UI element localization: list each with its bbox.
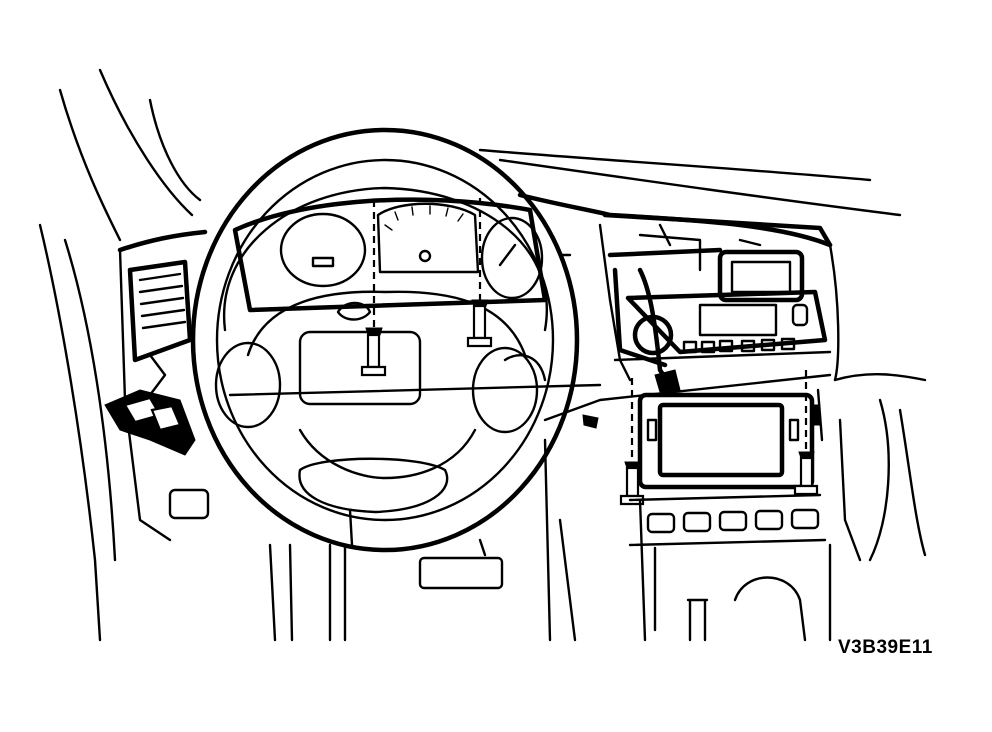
tachometer-gauge	[279, 212, 367, 288]
misc-marks	[558, 253, 599, 429]
center-air-vent	[717, 249, 805, 303]
airbag-module	[298, 330, 422, 406]
fuel-gauge	[480, 216, 544, 300]
left-air-vent	[127, 259, 193, 363]
center-console	[638, 388, 927, 642]
speedometer-gauge	[376, 202, 480, 274]
figure-code-label: V3B39E11	[838, 637, 933, 658]
radio-head-unit	[625, 289, 828, 355]
lower-dash	[168, 438, 577, 642]
center-stack	[598, 212, 833, 393]
wheel-bottom-spoke	[298, 457, 449, 514]
logo-emblem	[336, 301, 372, 321]
windshield-frame	[38, 68, 902, 642]
instrument-cluster	[232, 197, 548, 313]
steering-wheel	[190, 127, 580, 553]
button-row	[628, 493, 827, 547]
steering-bolts	[360, 198, 493, 377]
left-switch-cluster	[104, 353, 196, 456]
climate-panel	[619, 370, 819, 506]
